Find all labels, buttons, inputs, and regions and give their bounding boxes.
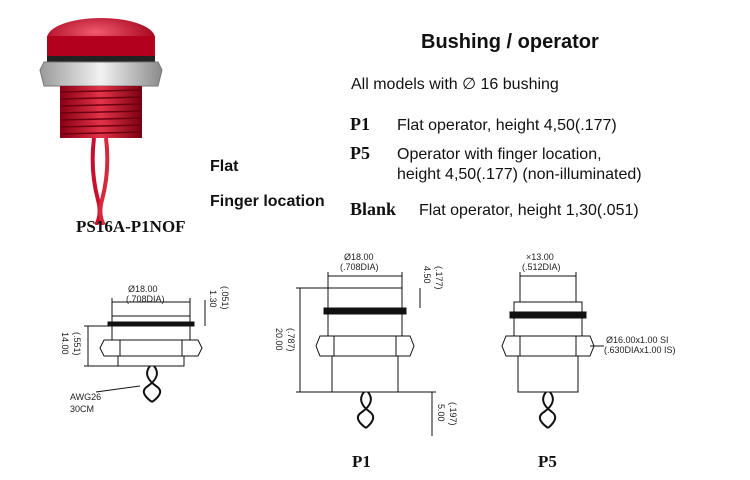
spec-subtitle: All models with ∅ 16 bushing [351, 76, 559, 93]
caption-p1: P1 [352, 452, 371, 471]
p5-dia: ×13.00 [526, 252, 554, 262]
p5-thread-in: (.630DIAx1.00 IS) [604, 345, 676, 355]
p5-thread: Ø16.00x1.00 SI [606, 335, 669, 345]
p1-htop-in: (.177) [434, 266, 444, 290]
code-p1: P1 [350, 114, 370, 134]
drawing-p5 [501, 272, 604, 429]
p1-htotal-in: (.787) [286, 328, 296, 352]
drawing-blank [84, 298, 206, 403]
blank-htop-in: (.051) [220, 286, 230, 310]
blank-hbody: 14.00 [60, 332, 70, 355]
p1-hterm: 5.00 [436, 404, 446, 422]
desc-p5-line2: height 4,50(.177) (non-illuminated) [397, 166, 642, 183]
finger-location-label: Finger location [210, 193, 325, 210]
caption-p5: P5 [538, 452, 557, 471]
desc-p5-line1: Operator with finger location, [397, 146, 602, 163]
p5-dia-in: (.512DIA) [522, 262, 561, 272]
spec-title: Bushing / operator [421, 31, 599, 53]
product-photo [39, 18, 163, 225]
blank-dia-in: (.708DIA) [126, 294, 165, 304]
wire-gauge: AWG26 [70, 392, 101, 402]
p1-hterm-in: (.197) [448, 402, 458, 426]
code-p5: P5 [350, 143, 370, 163]
desc-p1: Flat operator, height 4,50(.177) [397, 117, 617, 134]
p1-dia: Ø18.00 [344, 252, 374, 262]
blank-hbody-in: (.551) [72, 332, 82, 356]
blank-dia: Ø18.00 [128, 284, 158, 294]
model-number: PS16A-P1NOF [76, 217, 186, 236]
flat-label: Flat [210, 158, 239, 175]
desc-blank: Flat operator, height 1,30(.051) [419, 202, 639, 219]
p1-dia-in: (.708DIA) [340, 262, 379, 272]
p1-htop: 4.50 [422, 266, 432, 284]
p1-htotal: 20.00 [274, 328, 284, 351]
code-blank: Blank [350, 199, 397, 219]
drawing-p1 [296, 272, 436, 436]
blank-htop: 1.30 [208, 290, 218, 308]
wire-length: 30CM [70, 404, 94, 414]
